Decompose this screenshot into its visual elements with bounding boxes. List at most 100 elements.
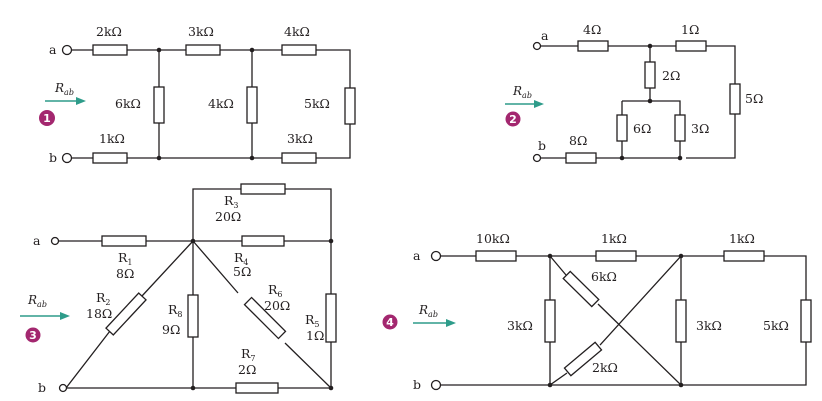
circuit-4-badge-number: 4 [386,316,394,329]
circuit-3-r3-name: R3 [224,193,239,210]
circuit-1-label-5k: 5kΩ [304,96,330,111]
circuit-1-label-4k-top: 4kΩ [284,24,310,39]
circuit-3-r7-value: 2Ω [238,362,256,377]
circuit-1-resistor-3k-top [185,44,221,56]
circuit-4: a b 10kΩ 1kΩ 1kΩ 6kΩ 2kΩ 3kΩ 3kΩ 5kΩ Rab… [382,231,812,392]
circuit-1-label-3k-top: 3kΩ [188,24,214,39]
circuit-1-resistor-3k-bottom [281,152,317,164]
circuit-1-resistor-6k [153,86,165,124]
circuit-2-label-5: 5Ω [745,91,763,106]
circuit-4-resistor-6k [562,270,600,308]
circuit-3-rab-label: Rab [27,293,47,309]
circuit-3-resistor-r3 [240,183,286,195]
circuit-3-r8-name: R8 [168,302,183,319]
circuit-1-label-2k: 2kΩ [96,24,122,39]
circuit-4-resistor-1k-right [723,250,765,262]
circuit-2-badge-number: 2 [509,113,517,126]
circuit-4-terminal-b [430,379,442,391]
circuit-2-label-2: 2Ω [662,68,680,83]
circuit-4-resistor-3k-left [544,299,556,343]
circuit-4-node [547,382,553,388]
circuit-4-label-2k: 2kΩ [592,360,618,375]
circuit-2-resistor-4 [577,40,609,52]
circuit-2-resistor-3 [674,114,686,142]
circuit-2-resistor-8 [565,152,597,164]
circuit-2-node [647,43,653,49]
circuit-1-resistor-2k [92,44,128,56]
circuit-3-node [328,385,334,391]
circuit-3-node-a-label: a [33,233,41,248]
circuit-2-node-a-label: a [541,28,549,43]
circuit-1-node [249,47,255,53]
circuit-1-resistor-4k-vert [246,86,258,124]
circuit-2-rab-label: Rab [512,84,532,100]
circuit-2-arrow-head [534,100,544,108]
circuit-1-badge-number: 1 [43,112,51,125]
circuit-2-resistor-1 [675,40,707,52]
circuit-2-node [677,155,683,161]
circuit-3-terminal-b [58,383,68,393]
circuit-2-terminal-a [532,41,542,51]
circuit-3-r8-value: 9Ω [162,322,180,337]
circuit-4-label-1k-right: 1kΩ [729,231,755,246]
circuit-3-r5-name: R5 [305,312,320,329]
circuit-3-r6-value: 20Ω [264,298,290,313]
circuit-2-label-8: 8Ω [569,133,587,148]
circuit-4-node-b-label: b [413,377,421,392]
circuit-2-wires [537,45,736,159]
circuit-1-label-4k-vert: 4kΩ [208,96,234,111]
circuit-1-arrow-head [76,97,86,105]
circuit-1-label-6k: 6kΩ [115,96,141,111]
circuit-4-label-6k: 6kΩ [591,269,617,284]
circuit-2-label-4: 4Ω [583,22,601,37]
circuit-4-label-3k-left: 3kΩ [507,318,533,333]
circuit-1-badge [39,110,55,126]
circuit-4-resistor-1k-mid [595,250,637,262]
circuit-3-badge-number: 3 [29,329,37,342]
circuit-1-label-3k-bottom: 3kΩ [287,131,313,146]
circuit-3-badge [25,327,41,343]
circuit-1-node-b-label: b [49,150,57,165]
circuit-1-label-1k: 1kΩ [99,131,125,146]
circuit-1-resistor-5k [344,87,356,125]
circuit-4-node [678,253,684,259]
circuit-1-node [156,47,162,53]
circuit-4-terminal-a [430,250,442,262]
circuit-1-resistor-1k [92,152,128,164]
circuit-1-terminal-b [61,152,73,164]
circuit-2-resistor-6 [616,114,628,142]
circuit-3-resistor-r6 [243,296,287,340]
circuit-4-wires [440,255,807,386]
circuit-3-r2-value: 18Ω [86,306,112,321]
circuit-4-label-1k-mid: 1kΩ [601,231,627,246]
circuit-2-node [619,155,625,161]
circuit-3-r6-name: R6 [268,282,283,299]
circuit-3-node-b-label: b [38,380,46,395]
circuit-4-label-10k: 10kΩ [476,231,510,246]
circuit-1-resistor-4k-top [281,44,317,56]
circuit-1-terminal-a [61,44,73,56]
circuit-3-node [190,385,196,391]
circuit-1-rab-label: Rab [54,81,74,97]
circuit-1: a b 2kΩ 3kΩ 4kΩ 5kΩ 6kΩ 4kΩ 1kΩ 3kΩ Rab … [39,24,356,165]
circuit-4-label-5k: 5kΩ [763,318,789,333]
circuit-4-resistor-5k [800,299,812,343]
circuit-4-badge [382,314,398,330]
circuit-2: a b 4Ω 1Ω 2Ω 5Ω 6Ω 3Ω 8Ω Rab 2 [505,22,763,164]
circuit-1-node [249,155,255,161]
circuit-3-r5-value: 1Ω [306,328,324,343]
circuit-2-resistor-2 [644,61,656,89]
circuit-3-node [190,238,196,244]
circuit-2-badge [505,111,521,127]
circuit-4-resistor-10k [475,250,517,262]
circuit-4-node-a-label: a [413,248,421,263]
circuit-2-label-3: 3Ω [691,121,709,136]
circuit-3-resistor-r1 [101,235,147,247]
circuit-4-resistor-2k [563,341,603,377]
circuit-3-r1-name: R1 [118,250,133,267]
circuit-3-resistor-r8 [187,294,199,338]
circuit-4-arrow-head [446,319,456,327]
circuit-2-node [647,98,653,104]
circuit-2-label-6: 6Ω [633,121,651,136]
circuit-4-node [547,253,553,259]
